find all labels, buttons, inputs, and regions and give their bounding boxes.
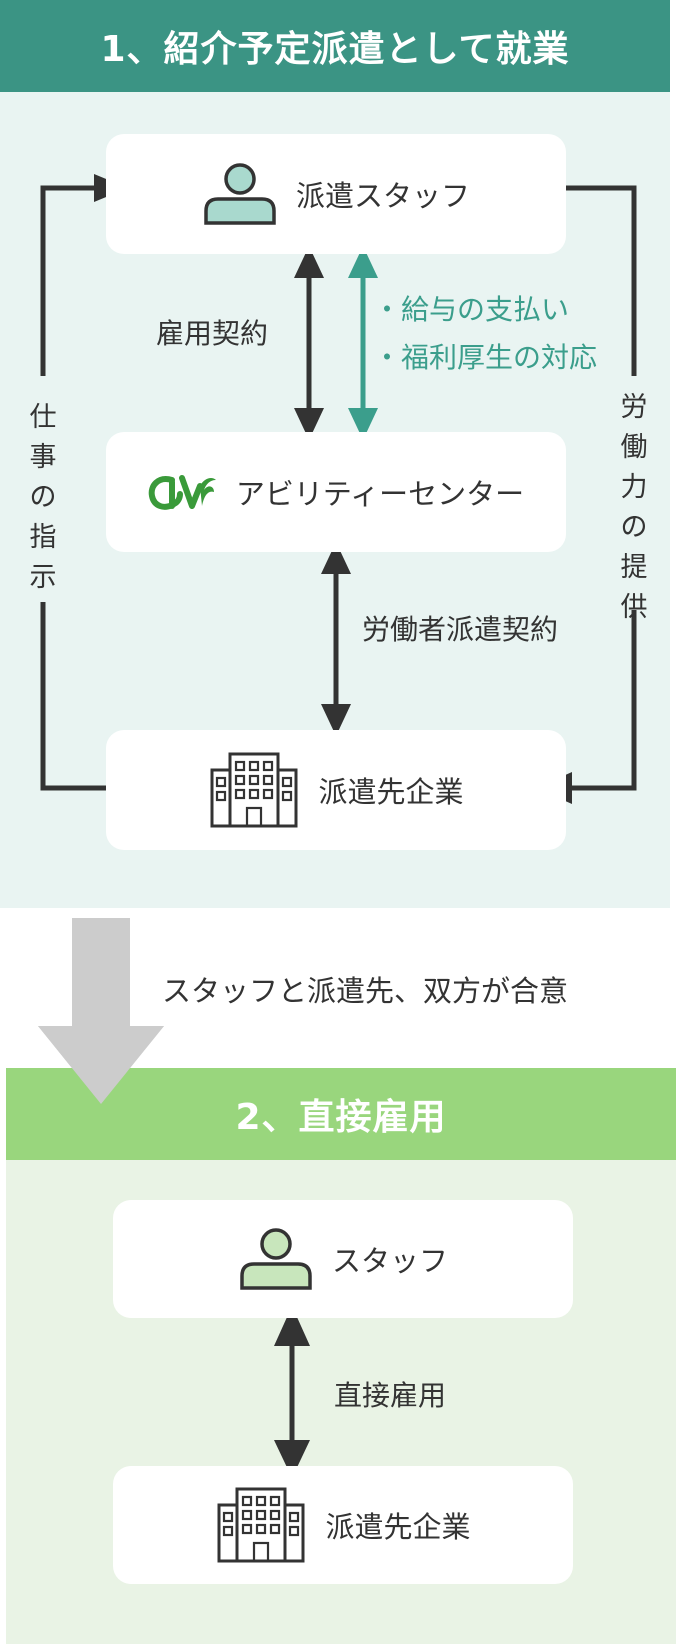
- direct-employment-label: 直接雇用: [334, 1379, 447, 1412]
- ability-center-logo: [148, 475, 216, 510]
- employment-contract-arrow-top: [294, 246, 324, 278]
- dispatch-contract-arrow-bottom: [321, 704, 351, 736]
- services-arrow-bottom: [348, 408, 378, 440]
- staff-box: 派遣スタッフ: [106, 134, 566, 254]
- section1-header: 1、紹介予定派遣として就業: [0, 0, 670, 92]
- service-welfare-label: ・福利厚生の対応: [373, 341, 598, 374]
- down-arrow-tip: [38, 918, 164, 1104]
- service-salary-label: ・給与の支払い: [373, 293, 570, 326]
- work-instruction-label: 仕事の指示: [29, 402, 57, 593]
- building-icon: [217, 1487, 305, 1563]
- section2-company-box: 派遣先企業: [113, 1466, 573, 1584]
- instruction-line-upper: [40, 185, 110, 376]
- person-icon: [204, 163, 276, 225]
- agency-label: アビリティーセンター: [235, 477, 525, 511]
- person-icon: [240, 1228, 312, 1290]
- section2-staff-label: スタッフ: [331, 1244, 448, 1278]
- labor-line-lower: [570, 610, 637, 791]
- section2-staff-box: スタッフ: [113, 1200, 573, 1318]
- agreement-label: スタッフと派遣先、双方が合意: [162, 974, 569, 1008]
- dispatch-contract-label: 労働者派遣契約: [362, 613, 559, 646]
- section2-company-label: 派遣先企業: [325, 1510, 471, 1544]
- building-icon: [210, 752, 298, 828]
- section1-title: 1、紹介予定派遣として就業: [100, 29, 570, 70]
- labor-provision-label: 労働力の提供: [620, 392, 648, 623]
- company-label: 派遣先企業: [318, 775, 464, 809]
- employment-contract-label: 雇用契約: [156, 317, 269, 350]
- instruction-line-lower: [40, 602, 125, 791]
- dispatch-contract-arrow-top: [321, 542, 351, 574]
- labor-line-upper: [555, 185, 637, 376]
- services-arrow-top: [348, 246, 378, 278]
- employment-contract-arrow-bottom: [294, 408, 324, 440]
- agency-box: アビリティーセンター: [106, 432, 566, 552]
- company-box: 派遣先企業: [106, 730, 566, 850]
- section2-title: 2、直接雇用: [235, 1097, 447, 1138]
- staff-label: 派遣スタッフ: [295, 179, 470, 213]
